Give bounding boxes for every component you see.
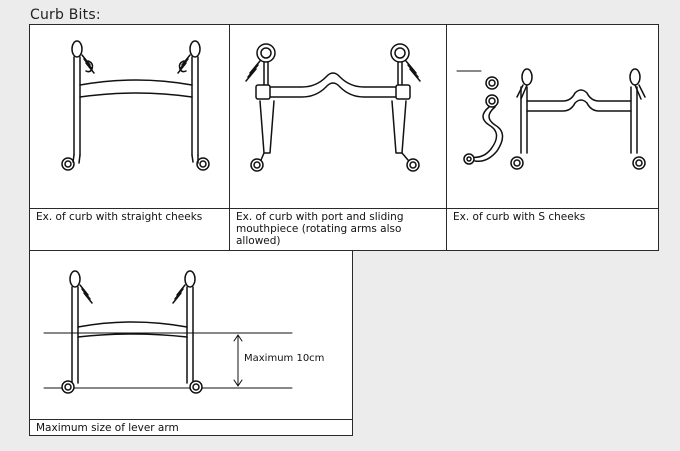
panel-lever-arm: Maximum 10cm Maximum size of lever arm xyxy=(29,250,353,436)
panel-port-sliding: Ex. of curb with port and sliding mouthp… xyxy=(229,24,447,251)
panel-caption: Ex. of curb with straight cheeks xyxy=(30,208,229,250)
figure-title: Curb Bits: xyxy=(30,7,101,23)
straight-cheek-curb-illustration xyxy=(61,40,210,171)
panel-caption: Maximum size of lever arm xyxy=(30,419,352,435)
panel-s-cheeks: Ex. of curb with S cheeks xyxy=(446,24,659,251)
panel-straight-cheeks: Ex. of curb with straight cheeks xyxy=(29,24,230,251)
lever-arm-illustration: Maximum 10cm xyxy=(43,270,324,394)
measurement-label: Maximum 10cm xyxy=(244,353,324,364)
s-cheek-curb-illustration xyxy=(456,68,646,170)
panel-caption: Ex. of curb with port and sliding mouthp… xyxy=(230,208,446,250)
panel-caption: Ex. of curb with S cheeks xyxy=(447,208,658,250)
port-sliding-curb-illustration xyxy=(245,43,421,172)
